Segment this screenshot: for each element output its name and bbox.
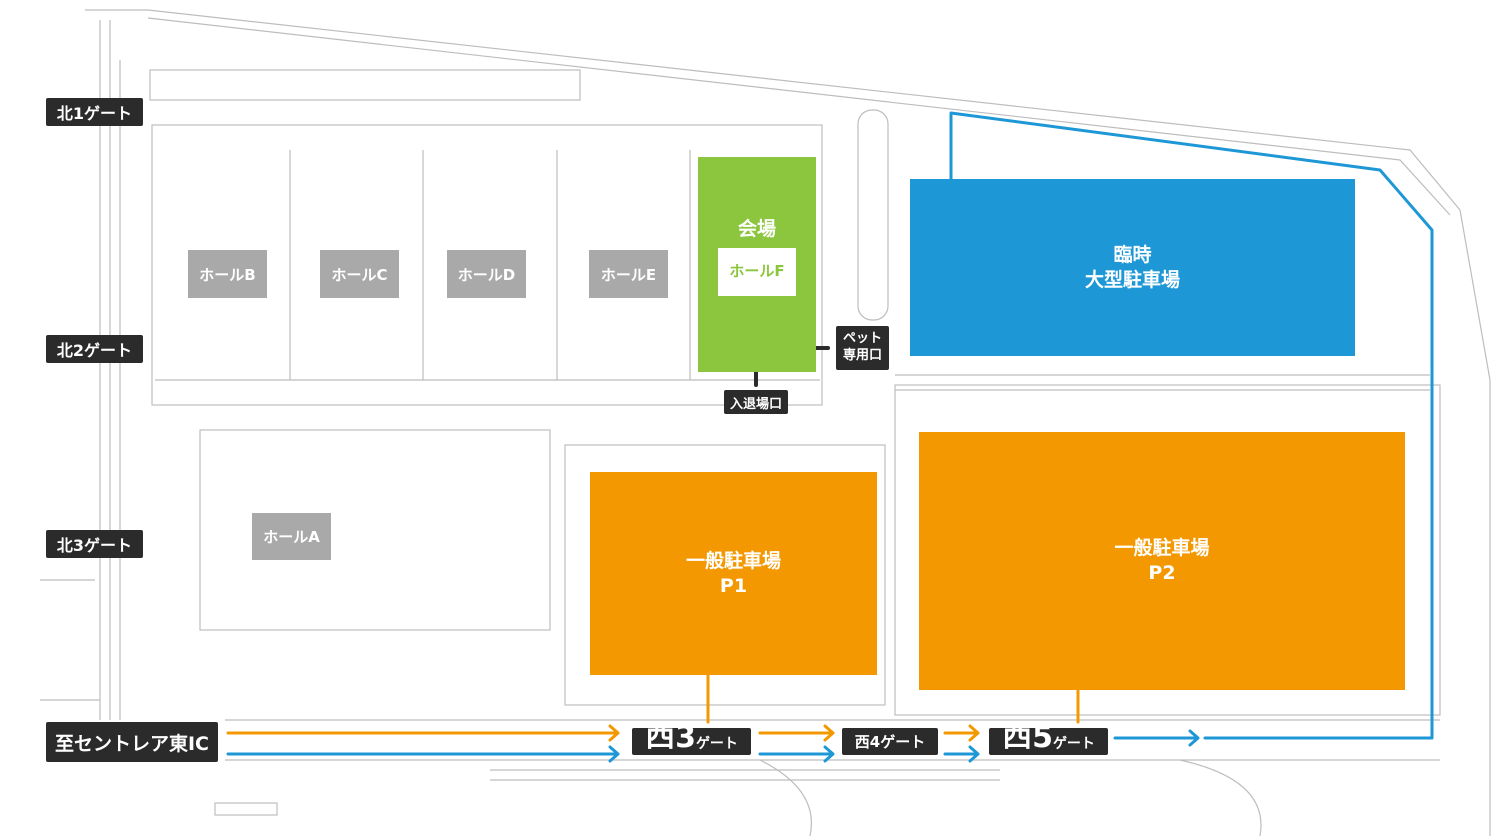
general-parking-p2: 一般駐車場 P2 — [919, 432, 1405, 690]
hall-a: ホールA — [252, 513, 331, 560]
venue-title: 会場 — [737, 218, 776, 240]
pet-entrance-label: ペット 専用口 — [836, 326, 889, 370]
route-orange — [226, 724, 980, 742]
temp-parking-line1: 臨時 — [1113, 243, 1152, 266]
temp-parking-line2: 大型駐車場 — [1084, 268, 1180, 291]
p1-line1: 一般駐車場 — [685, 549, 781, 572]
pet-entrance-line1: ペット — [842, 331, 882, 347]
west-gate-3-number: 3 — [675, 720, 696, 755]
route-blue — [226, 111, 1434, 763]
north-gate-1: 北1ゲート — [46, 98, 143, 126]
hall-e: ホールE — [589, 250, 668, 298]
centrair-east-ic-label: 至セントレア東IC — [46, 722, 218, 762]
north-gate-2: 北2ゲート — [46, 335, 143, 363]
north-gate-3: 北3ゲート — [46, 530, 143, 558]
pet-entrance-line2: 専用口 — [842, 348, 882, 363]
west-gate-5-number: 5 — [1032, 720, 1053, 755]
general-parking-p1: 一般駐車場 P1 — [590, 472, 877, 675]
p2-line2: P2 — [1148, 562, 1176, 584]
hall-b: ホールB — [188, 250, 267, 298]
p2-line1: 一般駐車場 — [1114, 537, 1210, 560]
west-gate-5-prefix: 西 — [1002, 719, 1033, 754]
temporary-large-parking: 臨時 大型駐車場 — [910, 179, 1355, 356]
hall-c: ホールC — [320, 250, 399, 298]
west-gate-3-suffix: ゲート — [695, 736, 738, 752]
west-gate-5-suffix: ゲート — [1052, 736, 1095, 752]
p1-line2: P1 — [719, 574, 748, 597]
venue-hall-f: 会場 ホールF — [698, 157, 816, 372]
west-gate-4: 西4ゲート — [842, 728, 938, 755]
hall-d: ホールD — [447, 250, 526, 298]
entrance-exit-label: 入退場口 — [724, 390, 788, 414]
hall-f-label: ホールF — [718, 247, 796, 296]
west-gate-3-prefix: 西 — [645, 719, 676, 754]
